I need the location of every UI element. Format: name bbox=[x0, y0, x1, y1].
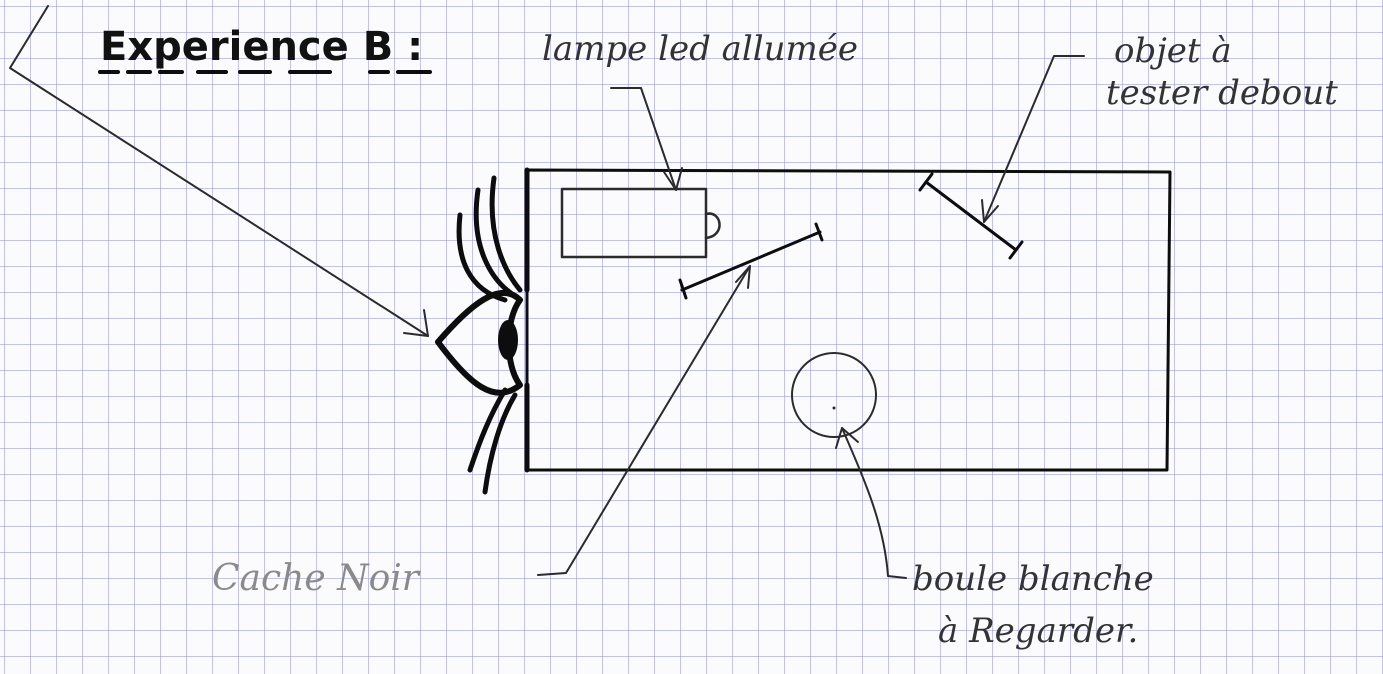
lamp-label: lampe led allumée bbox=[542, 29, 858, 69]
chamber-box bbox=[524, 167, 1172, 473]
eye-icon bbox=[435, 175, 523, 495]
diagram-title: Experience B : bbox=[100, 24, 423, 70]
ball-label-line2: à Regarder. bbox=[938, 611, 1138, 651]
cache-label: Cache Noir bbox=[212, 558, 421, 599]
ball-label-arrow bbox=[835, 427, 907, 579]
led-lamp bbox=[560, 187, 721, 259]
white-ball bbox=[791, 352, 877, 438]
object-label-line1: objet à bbox=[1114, 31, 1232, 71]
ball-label-line1: boule blanche bbox=[912, 559, 1154, 599]
pointer-arrow-to-eye bbox=[9, 5, 429, 337]
test-object bbox=[918, 172, 1024, 260]
cache-label-arrow bbox=[537, 265, 751, 576]
black-screen bbox=[678, 222, 824, 300]
object-label-line2: tester debout bbox=[1106, 73, 1338, 113]
lamp-label-arrow bbox=[610, 87, 683, 191]
object-label-arrow bbox=[981, 55, 1085, 223]
